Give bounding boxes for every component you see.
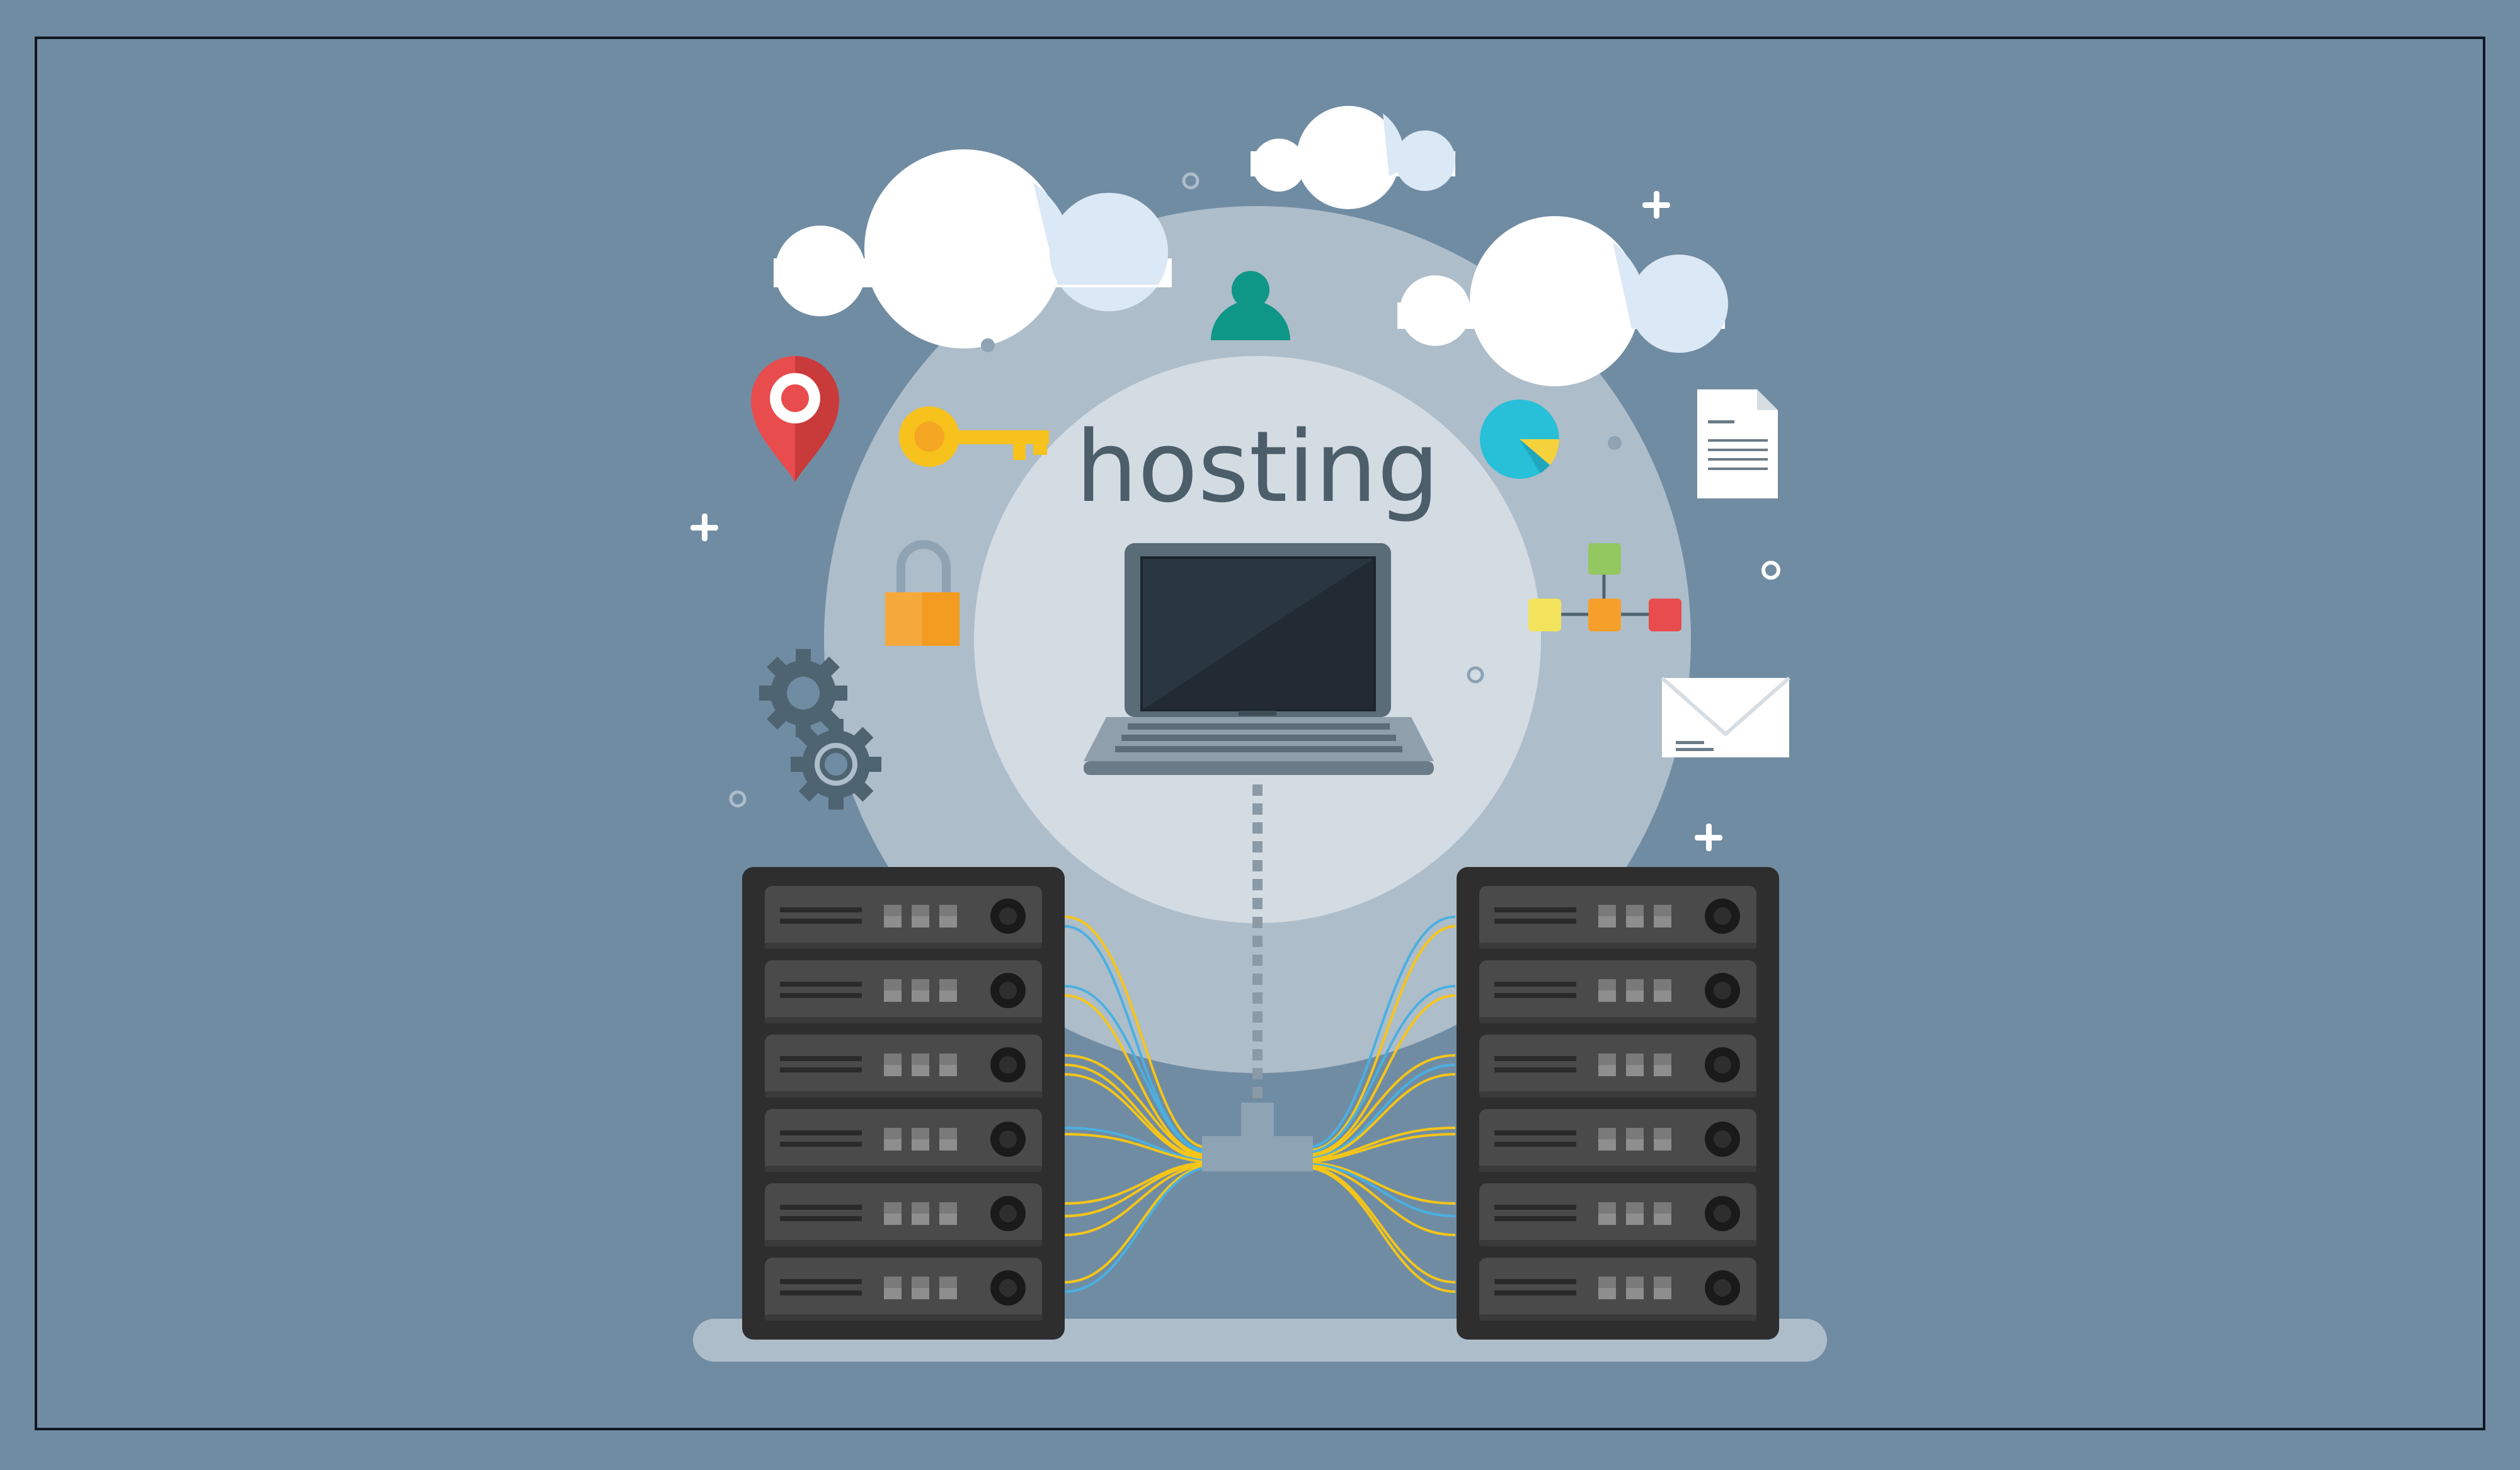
cloud-icon (1251, 106, 1455, 209)
server-unit (1479, 1035, 1756, 1098)
server-unit (765, 1109, 1042, 1172)
plus-icon (1642, 191, 1670, 219)
ring-icon (1761, 561, 1780, 580)
laptop-icon (1084, 543, 1434, 775)
cables-right (1312, 916, 1456, 1293)
plus-icon (1695, 824, 1722, 851)
key-icon (899, 406, 1049, 467)
envelope-icon (1661, 676, 1790, 757)
pie-chart-icon (1480, 399, 1560, 479)
dot-icon (981, 338, 995, 352)
server-unit (1479, 1109, 1756, 1172)
ring-icon (1182, 172, 1200, 190)
user-icon (1211, 271, 1290, 340)
padlock-icon (885, 540, 959, 646)
page-title: hosting (1075, 410, 1440, 524)
server-rack-icon (742, 867, 1065, 1340)
ring-icon (729, 790, 747, 808)
cloud-icon (1397, 216, 1728, 386)
gear-icon (759, 649, 847, 737)
server-unit (1479, 886, 1756, 949)
location-pin-icon (751, 356, 839, 482)
dot-icon (1608, 436, 1622, 450)
server-unit (1479, 1183, 1756, 1246)
gear-icon (791, 719, 881, 810)
cloud-icon (774, 149, 1172, 348)
ring-icon (1467, 666, 1484, 684)
plus-icon (690, 514, 718, 541)
cables-left (1064, 916, 1203, 1293)
frame-border (35, 37, 2485, 1430)
server-rack-icon (1457, 867, 1779, 1340)
network-tree-icon (1528, 543, 1681, 631)
server-unit (1479, 1258, 1756, 1321)
cable-hub-neck (1241, 1103, 1274, 1138)
laptop-keyboard (1115, 723, 1402, 752)
server-unit (765, 886, 1042, 949)
server-unit (765, 1258, 1042, 1321)
cable-hub (1202, 1136, 1313, 1171)
server-unit (1479, 960, 1756, 1023)
server-unit (765, 1183, 1042, 1246)
server-unit (765, 1035, 1042, 1098)
server-unit (765, 960, 1042, 1023)
document-icon (1697, 389, 1778, 498)
